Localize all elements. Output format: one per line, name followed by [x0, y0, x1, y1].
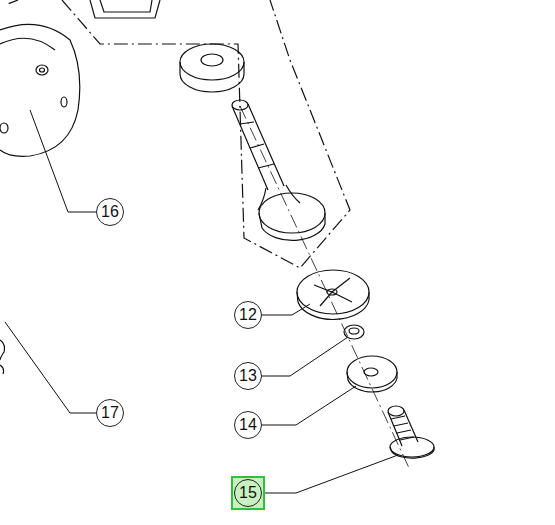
- bracket-part: [90, 0, 160, 18]
- callout-number: 14: [234, 411, 262, 439]
- screw: [388, 406, 434, 458]
- small-washer: [344, 325, 364, 339]
- callout-number: 16: [96, 198, 124, 226]
- callout-number: 13: [234, 362, 262, 390]
- coupling-disk: [297, 270, 369, 319]
- callout-number: 17: [96, 399, 124, 427]
- leader-lines: [5, 110, 398, 493]
- assembly-outline: [62, 0, 350, 268]
- callout-number: 12: [234, 301, 262, 329]
- callout-number: 15: [234, 479, 262, 507]
- lever-fragment: [0, 340, 5, 374]
- washer: [180, 44, 244, 92]
- shaft: [232, 100, 325, 240]
